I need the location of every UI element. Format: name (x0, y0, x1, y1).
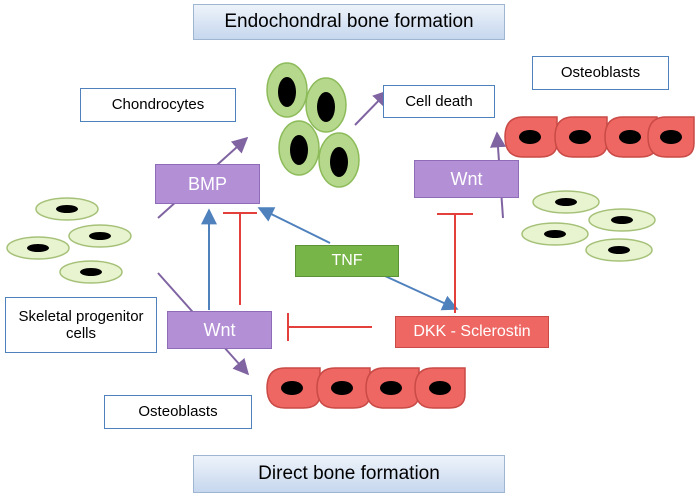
progenitor-cell (59, 260, 123, 284)
osteoblast-cell (414, 367, 466, 409)
osteoblast-cell (554, 116, 608, 158)
arrow-chondrocytes-to-cell-death (354, 89, 390, 126)
arrow-tnf-to-bmp (257, 207, 331, 244)
osteoblast-cell (647, 116, 695, 158)
inhibit-wnt-to-bmp (223, 212, 257, 305)
osteoblasts-top-label: Osteoblasts (532, 56, 669, 90)
osteoblast-row-bottom (266, 367, 466, 409)
progenitor-cluster-right (521, 190, 656, 262)
tnf-node: TNF (295, 245, 399, 277)
osteoblast-cell (316, 367, 371, 409)
osteoblast-cell (365, 367, 420, 409)
arrow-tnf-to-dkk (384, 275, 459, 311)
endochondral-title: Endochondral bone formation (193, 4, 505, 40)
dkk-sclerostin-node: DKK - Sclerostin (395, 316, 549, 348)
progenitor-cell (585, 238, 653, 262)
wnt-node-left: Wnt (167, 311, 272, 349)
chondrocytes-label: Chondrocytes (80, 88, 236, 122)
progenitor-cell (532, 190, 600, 214)
progenitor-cluster-left (6, 197, 132, 284)
wnt-node-right: Wnt (414, 160, 519, 198)
progenitor-cell (6, 236, 70, 260)
inhibit-dkk-to-wnt-right (437, 213, 473, 313)
osteoblast-cell (504, 116, 558, 158)
chondrocyte-cell (266, 62, 308, 118)
chondrocyte-cluster (266, 62, 360, 188)
osteoblast-row-top (504, 116, 695, 158)
direct-bone-title: Direct bone formation (193, 455, 505, 493)
chondrocyte-cell (318, 132, 360, 188)
chondrocyte-cell (278, 120, 320, 176)
osteoblasts-bottom-label: Osteoblasts (104, 395, 252, 429)
progenitor-cell (35, 197, 99, 221)
progenitor-cell (68, 224, 132, 248)
bmp-node: BMP (155, 164, 260, 204)
cell-death-label: Cell death (383, 85, 495, 118)
progenitor-label: Skeletal progenitor cells (5, 297, 157, 353)
osteoblast-cell (266, 367, 321, 409)
chondrocyte-cell (305, 77, 347, 133)
inhibit-dkk-to-wnt-left (287, 313, 372, 341)
osteoblast-cell (604, 116, 658, 158)
progenitor-cell (588, 208, 656, 232)
progenitor-cell (521, 222, 589, 246)
